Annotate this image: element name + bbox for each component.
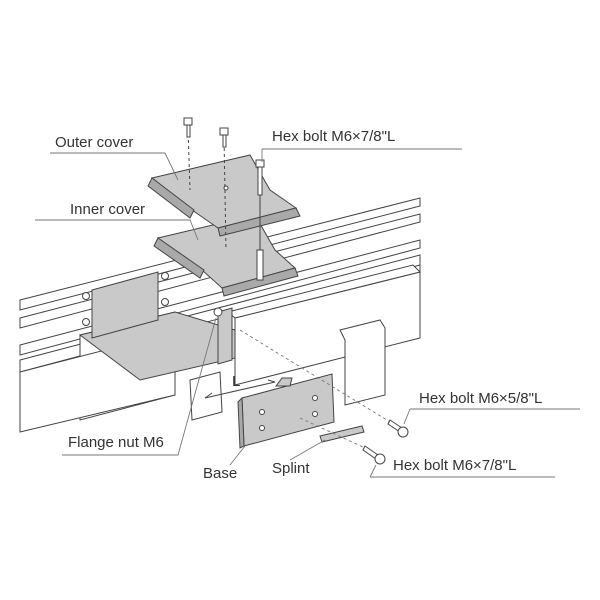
outer-cover-part [147, 154, 301, 237]
side-plates [82, 271, 233, 365]
splint-part [319, 425, 365, 443]
flange-nut-icon [213, 307, 223, 317]
base-plate [237, 373, 335, 449]
leader-lines [35, 148, 580, 478]
label-splint: Splint [272, 460, 310, 477]
label-dimension-l: L [232, 373, 241, 390]
label-inner-cover: Inner cover [70, 201, 146, 218]
label-hex-bolt-bottom: Hex bolt M6×7/8"L [393, 457, 517, 474]
label-hex-bolt-right: Hex bolt M6×5/8"L [419, 390, 543, 407]
top-hex-bolts [183, 117, 265, 281]
label-outer-cover: Outer cover [55, 134, 134, 151]
side-hex-bolts [239, 329, 409, 465]
dimension-l-marker [204, 379, 276, 399]
label-base: Base [203, 465, 238, 482]
label-hex-bolt-top: Hex bolt M6×7/8"L [272, 128, 396, 145]
label-flange-nut: Flange nut M6 [68, 434, 164, 451]
